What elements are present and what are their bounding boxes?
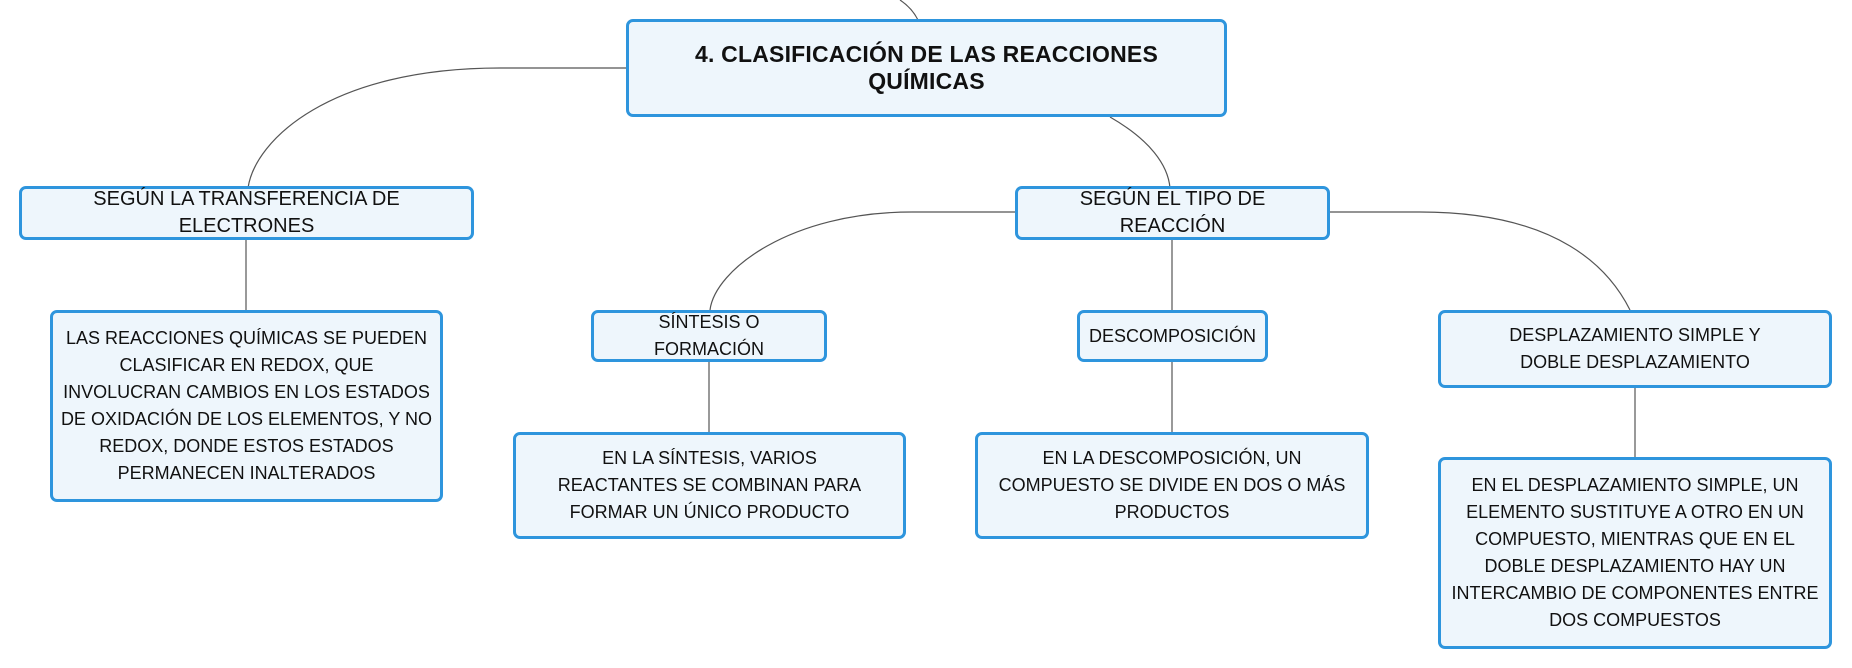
connector-from-parent (899, 0, 919, 21)
detail-descomposicion-label: EN LA DESCOMPOSICIÓN, UN COMPUESTO SE DI… (998, 448, 1346, 522)
detail-desplazamiento[interactable]: EN EL DESPLAZAMIENTO SIMPLE, UN ELEMENTO… (1438, 457, 1832, 649)
connector-tipo-to-sintesis (709, 211, 1015, 311)
detail-redox[interactable]: LAS REACCIONES QUÍMICAS SE PUEDEN CLASIF… (50, 310, 443, 502)
topic-sintesis[interactable]: SÍNTESIS O FORMACIÓN (591, 310, 827, 362)
detail-descomposicion[interactable]: EN LA DESCOMPOSICIÓN, UN COMPUESTO SE DI… (975, 432, 1369, 539)
topic-tipo-reaccion[interactable]: SEGÚN EL TIPO DE REACCIÓN (1015, 186, 1330, 240)
detail-sintesis[interactable]: EN LA SÍNTESIS, VARIOS REACTANTES SE COM… (513, 432, 906, 539)
root-topic-label: 4. CLASIFICACIÓN DE LAS REACCIONES QUÍMI… (694, 41, 1158, 94)
topic-transferencia-electrones-label: SEGÚN LA TRANSFERENCIA DE ELECTRONES (93, 188, 400, 237)
topic-tipo-reaccion-label: SEGÚN EL TIPO DE REACCIÓN (1079, 188, 1266, 237)
topic-transferencia-electrones[interactable]: SEGÚN LA TRANSFERENCIA DE ELECTRONES (19, 186, 474, 240)
connector-tipo-to-desplazamiento (1330, 211, 1631, 311)
topic-desplazamiento[interactable]: DESPLAZAMIENTO SIMPLE Y DOBLE DESPLAZAMI… (1438, 310, 1832, 388)
topic-desplazamiento-label: DESPLAZAMIENTO SIMPLE Y DOBLE DESPLAZAMI… (1509, 325, 1761, 372)
topic-descomposicion[interactable]: DESCOMPOSICIÓN (1077, 310, 1268, 362)
connector-root-to-tipo (1109, 116, 1171, 189)
detail-redox-label: LAS REACCIONES QUÍMICAS SE PUEDEN CLASIF… (60, 328, 433, 483)
connector-root-to-electrones (247, 67, 626, 189)
topic-descomposicion-label: DESCOMPOSICIÓN (1088, 325, 1257, 346)
root-topic[interactable]: 4. CLASIFICACIÓN DE LAS REACCIONES QUÍMI… (626, 19, 1227, 117)
topic-sintesis-label: SÍNTESIS O FORMACIÓN (654, 312, 764, 359)
detail-sintesis-label: EN LA SÍNTESIS, VARIOS REACTANTES SE COM… (557, 448, 862, 522)
detail-desplazamiento-label: EN EL DESPLAZAMIENTO SIMPLE, UN ELEMENTO… (1451, 475, 1819, 630)
